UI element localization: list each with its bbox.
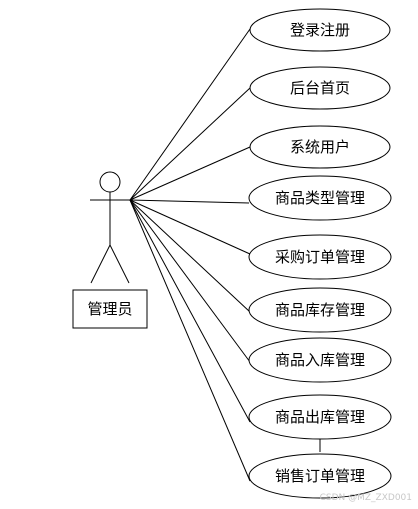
use-case-label: 商品入库管理 xyxy=(275,351,365,369)
use-case-home: 后台首页 xyxy=(249,66,391,110)
use-case-category: 商品类型管理 xyxy=(248,175,392,221)
use-case-label: 采购订单管理 xyxy=(275,248,365,266)
association-line-login xyxy=(129,28,251,201)
watermark: CSDN @MZ_ZXD001 xyxy=(320,493,412,503)
use-case-users: 系统用户 xyxy=(249,125,391,169)
association-line-sales xyxy=(129,199,251,482)
use-case-label: 登录注册 xyxy=(290,21,350,39)
association-line-home xyxy=(129,87,251,201)
use-case-label: 商品库存管理 xyxy=(275,301,365,319)
actor-figure xyxy=(90,171,130,284)
actor-label: 管理员 xyxy=(87,300,132,318)
association-line-stock-in xyxy=(129,199,251,363)
use-case-label: 后台首页 xyxy=(290,79,350,97)
use-case-label: 商品出库管理 xyxy=(275,408,365,426)
association-line-inventory xyxy=(129,199,251,313)
association-line-purchase xyxy=(129,199,251,255)
use-case-stock-out: 商品出库管理 xyxy=(248,394,392,440)
association-line-users xyxy=(129,146,251,201)
association-line-stock-out xyxy=(129,199,251,423)
use-case-login: 登录注册 xyxy=(249,8,391,52)
actor-head xyxy=(99,171,121,193)
actor-label-box xyxy=(72,289,148,329)
use-case-stock-in: 商品入库管理 xyxy=(248,337,392,383)
use-case-label: 商品类型管理 xyxy=(275,189,365,207)
use-case-label: 系统用户 xyxy=(290,138,350,156)
use-case-purchase: 采购订单管理 xyxy=(248,234,392,280)
association-line-category xyxy=(129,199,250,204)
use-case-inventory: 商品库存管理 xyxy=(248,287,392,333)
use-case-label: 销售订单管理 xyxy=(275,467,365,485)
association-lines xyxy=(129,28,251,482)
use-case-sales: 销售订单管理 xyxy=(248,453,392,499)
actor-left-leg xyxy=(90,244,111,284)
actor-right-leg xyxy=(109,244,130,284)
